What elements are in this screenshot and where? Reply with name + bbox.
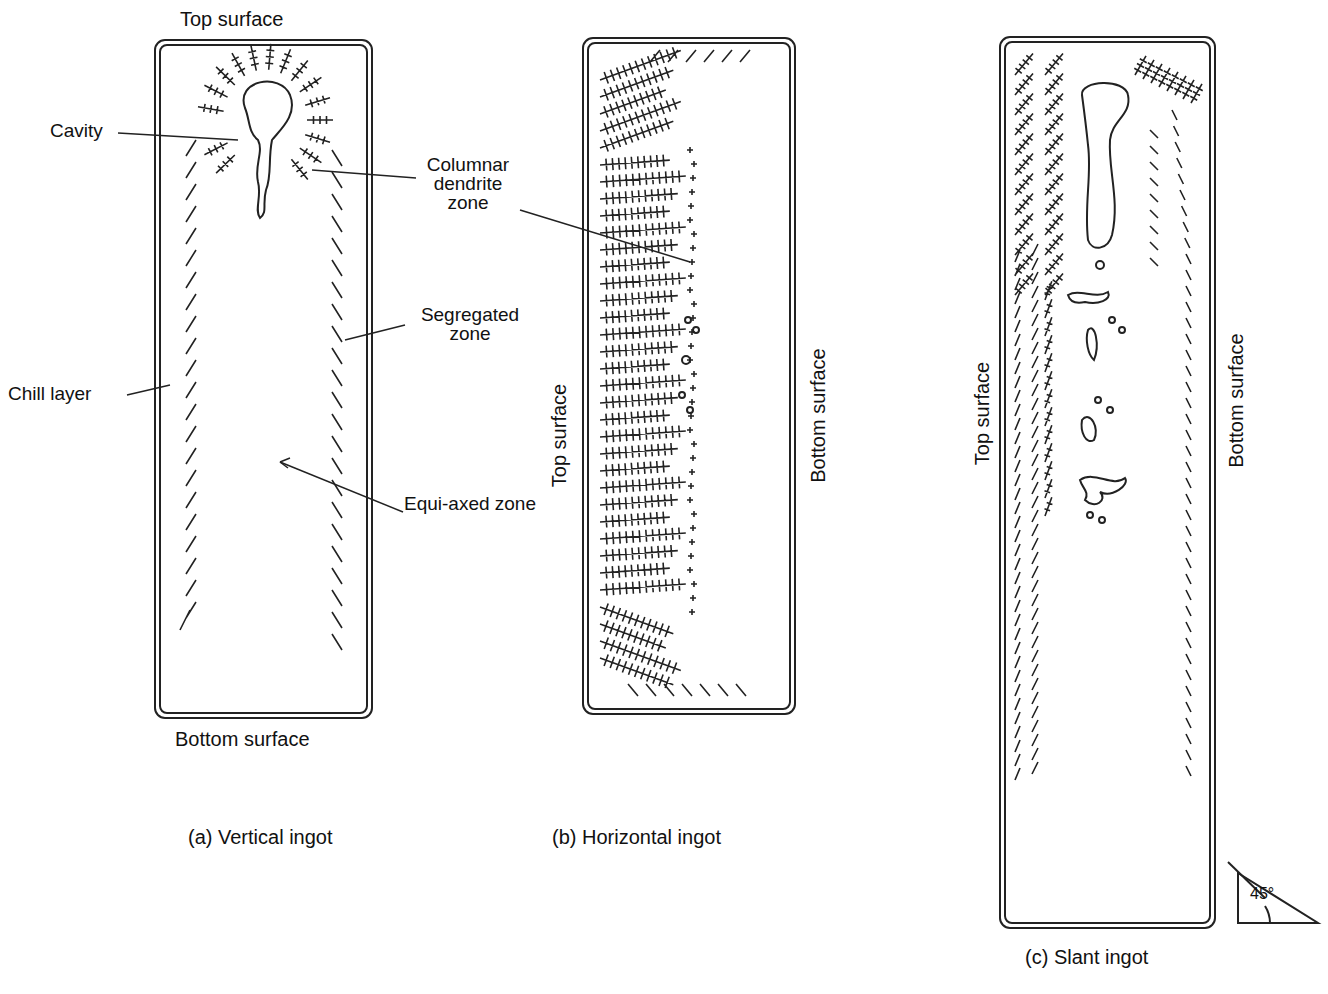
caption-label: (c) Slant ingot [1025, 948, 1148, 967]
callout-label: Chill layer [8, 384, 91, 403]
callout-label: Equi-axed zone [400, 494, 540, 513]
callout-label: Segregated zone [405, 305, 535, 343]
angle-label: 45° [1250, 884, 1274, 903]
surface-label: Top surface [180, 10, 283, 29]
callout-label: Cavity [50, 121, 103, 140]
surface-label: Top surface [550, 383, 569, 486]
caption-label: (b) Horizontal ingot [552, 828, 721, 847]
caption-label: (a) Vertical ingot [188, 828, 333, 847]
surface-label: Bottom surface [1226, 333, 1245, 468]
dendrite-strokes [180, 44, 1203, 780]
callout-label: Columnar dendrite zone [418, 155, 518, 212]
surface-label: Bottom surface [808, 348, 827, 483]
surface-label: Top surface [973, 361, 992, 464]
surface-label: Bottom surface [175, 730, 310, 749]
